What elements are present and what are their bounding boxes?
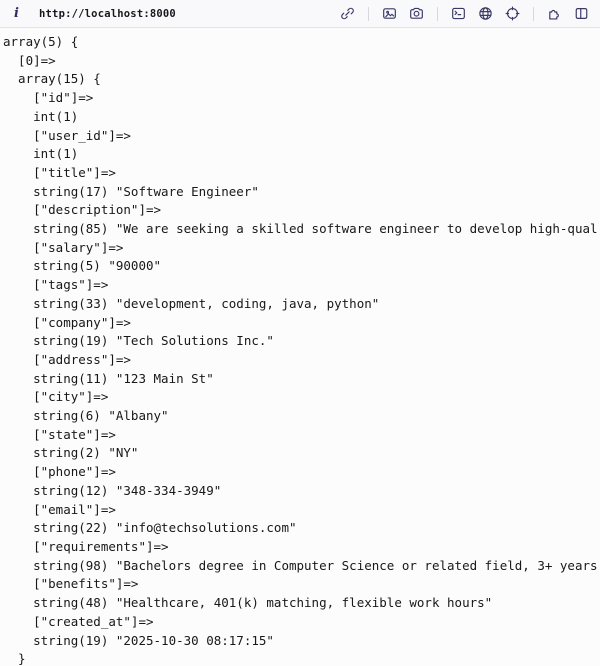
toolbar-divider [533,6,534,21]
dump-line: array(15) { [3,71,101,87]
globe-icon[interactable] [477,5,494,23]
dump-line: ["benefits"]=> [3,576,139,592]
dump-line: string(22) "info@techsolutions.com" [3,520,297,536]
dump-line: string(2) "NY" [3,445,139,461]
dump-line: string(33) "development, coding, java, p… [3,295,380,311]
dump-line: string(6) "Albany" [3,408,169,424]
dump-line: string(85) "We are seeking a skilled sof… [3,221,598,237]
split-panel-icon[interactable] [573,5,590,23]
url-field[interactable]: http://localhost:8000 [39,7,176,20]
link-icon[interactable] [339,5,356,23]
dump-line: ["title"]=> [3,164,116,180]
toolbar-divider [437,6,438,21]
dump-line: string(48) "Healthcare, 401(k) matching,… [3,595,493,611]
toolbar-icon-row [339,5,590,23]
dump-line: string(17) "Software Engineer" [3,183,259,199]
dump-line: ["user_id"]=> [3,127,131,143]
dump-line: ["city"]=> [3,389,109,405]
dump-line: string(5) "90000" [3,258,162,274]
puzzle-icon[interactable] [546,5,563,23]
dump-line: string(12) "348-334-3949" [3,482,222,498]
dump-line: ["id"]=> [3,90,94,106]
dump-line: ["phone"]=> [3,464,116,480]
dump-line: ["description"]=> [3,202,162,218]
dump-line: ["created_at"]=> [3,613,154,629]
dump-line: [0]=> [3,52,56,68]
dump-line: string(19) "Tech Solutions Inc." [3,333,274,349]
dump-line: string(19) "2025-10-30 08:17:15" [3,632,274,648]
dump-line: ["salary"]=> [3,239,124,255]
vardump: array(5) { [0]=> array(15) { ["id"]=> in… [0,28,600,666]
dump-line: ["email"]=> [3,501,116,517]
toolbar-divider [368,6,369,21]
dump-line: ["address"]=> [3,351,131,367]
browser-top-bar: i http://localhost:8000 [0,0,600,28]
dump-line: ["company"]=> [3,314,131,330]
dump-line: string(98) "Bachelors degree in Computer… [3,557,598,573]
dump-line: array(5) { [3,34,79,49]
dump-line: ["tags"]=> [3,277,109,293]
dump-line: } [3,651,26,666]
dump-line: ["state"]=> [3,426,116,442]
info-icon[interactable]: i [14,6,19,21]
image-icon[interactable] [381,5,398,23]
dump-line: ["requirements"]=> [3,538,169,554]
dump-line: int(1) [3,146,79,162]
dump-line: string(11) "123 Main St" [3,370,214,386]
dump-line: int(1) [3,108,79,124]
camera-icon[interactable] [408,5,425,23]
crosshair-icon[interactable] [504,5,521,23]
terminal-icon[interactable] [450,5,467,23]
